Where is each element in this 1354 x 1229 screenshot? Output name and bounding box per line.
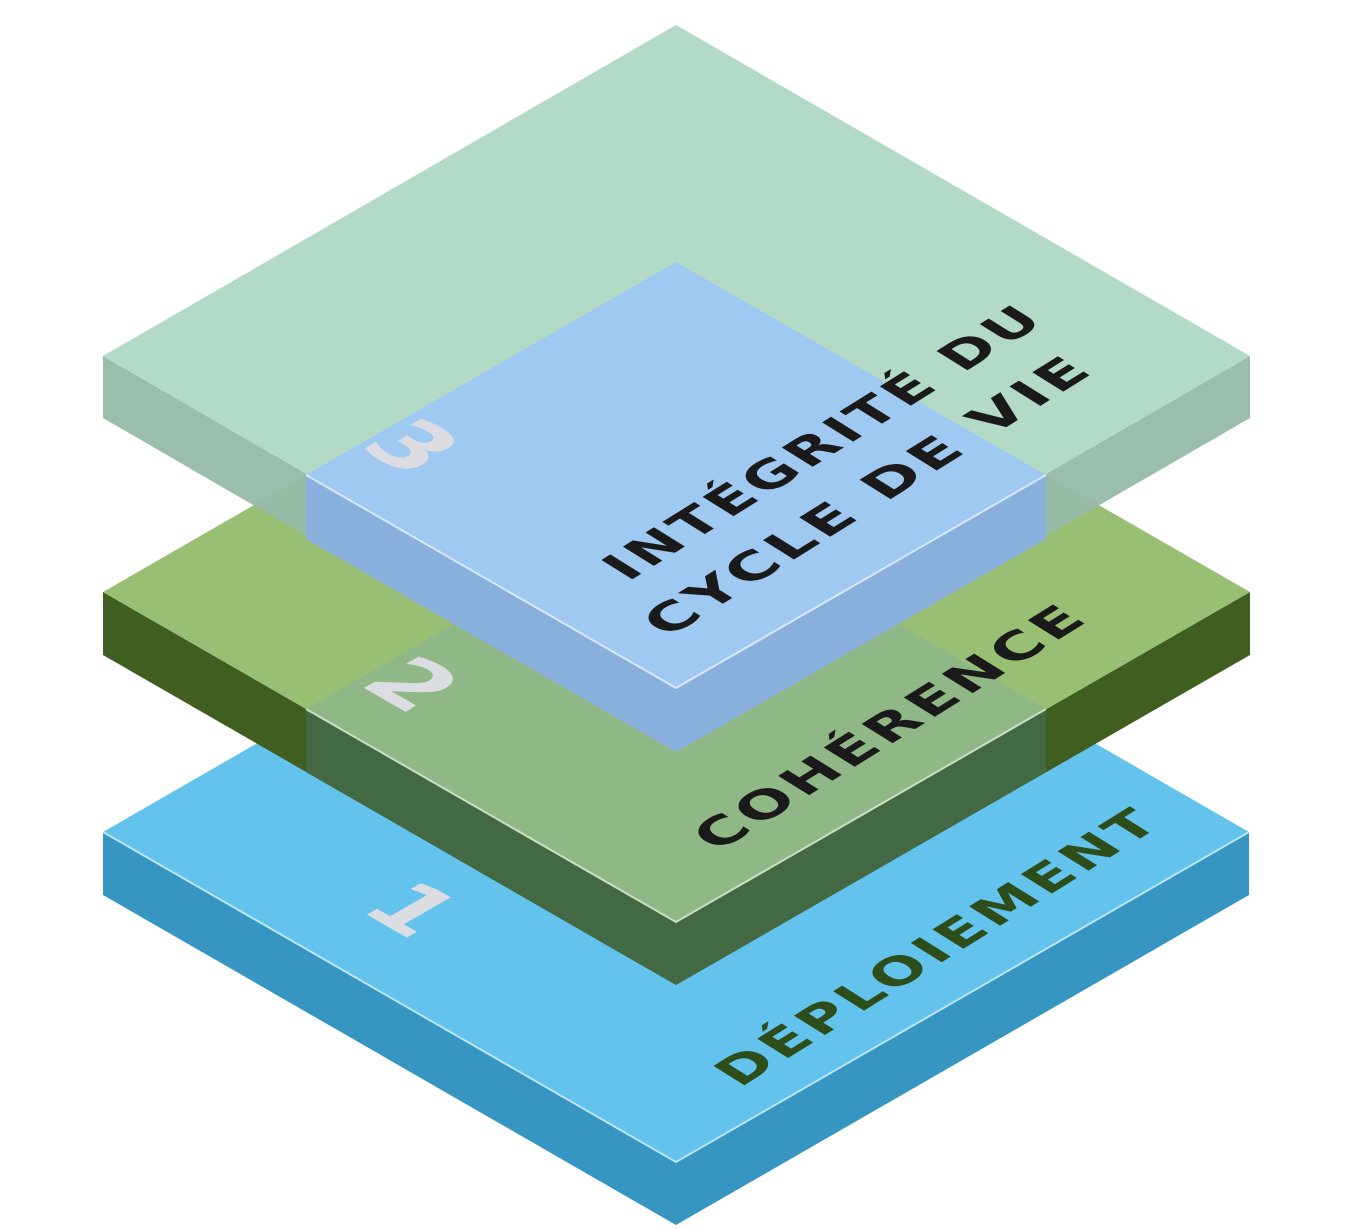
layer-3	[103, 25, 1250, 752]
layer-2-inner-side	[306, 709, 1046, 985]
layer-2-edge	[305, 708, 1047, 924]
layer-3-plate-side	[306, 475, 1046, 752]
layer-1-left-side	[103, 832, 676, 1225]
layer-3-plate-edge	[305, 474, 1047, 690]
layer-1-edge	[102, 831, 1250, 1164]
layer-1-right-side	[676, 832, 1249, 1225]
